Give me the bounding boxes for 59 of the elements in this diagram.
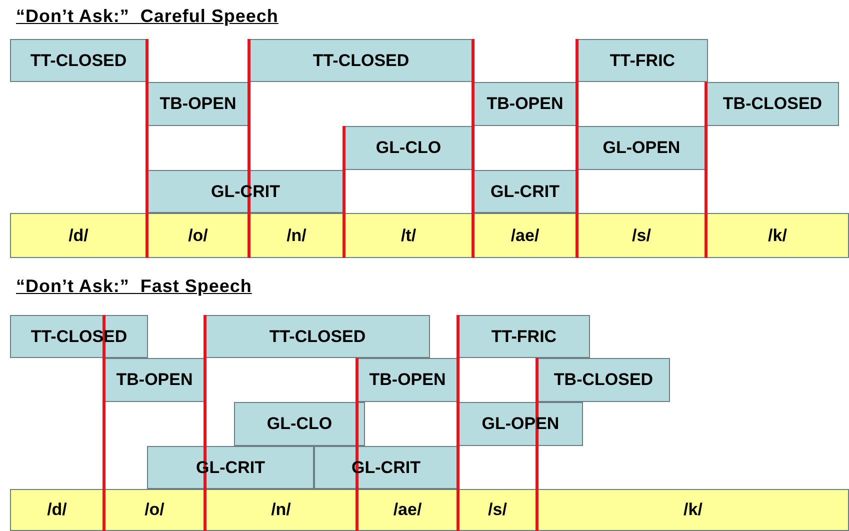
gesture-label: GL-CLO: [376, 138, 442, 158]
phoneme-segment: [344, 213, 473, 258]
gesture-box: [577, 39, 708, 82]
gesture-box: [10, 39, 147, 82]
phoneme-segment: [458, 489, 537, 531]
gesture-label: TB-OPEN: [369, 370, 446, 390]
gesture-box: [706, 82, 839, 126]
gesture-label: GL-CLO: [266, 414, 332, 434]
phoneme-label: /ae/: [510, 226, 540, 246]
phoneme-label: /s/: [488, 500, 507, 520]
phoneme-segment: [249, 213, 344, 258]
gesture-label: TB-OPEN: [116, 370, 193, 390]
gesture-label: TB-CLOSED: [722, 94, 822, 114]
phoneme-label: /k/: [684, 500, 702, 520]
gesture-box: [205, 315, 430, 358]
gesture-label: TT-CLOSED: [30, 50, 127, 70]
phoneme-label: /o/: [188, 226, 208, 246]
gesture-box: [357, 358, 458, 402]
phoneme-segment: [473, 213, 577, 258]
phoneme-label: /ae/: [393, 500, 422, 520]
phoneme-label: /t/: [400, 226, 416, 246]
phoneme-segment: [205, 489, 357, 531]
panel-heading: “Don’t Ask:” Fast Speech: [16, 276, 252, 297]
gesture-label: TB-CLOSED: [554, 370, 654, 390]
phoneme-segment: [537, 489, 849, 531]
gesture-box: [249, 39, 473, 82]
phoneme-segment: [357, 489, 458, 531]
gesture-box: [458, 315, 590, 358]
gesture-label: GL-OPEN: [602, 138, 680, 158]
phoneme-label: /d/: [68, 226, 88, 246]
gesture-box: [473, 82, 577, 126]
gesture-box: [537, 358, 670, 402]
phoneme-label: /n/: [271, 500, 291, 520]
gesture-box: [577, 126, 706, 170]
phoneme-label: /k/: [768, 226, 787, 246]
gesture-box: [234, 402, 365, 446]
gesture-box: [147, 170, 344, 213]
gesture-label: TT-FRIC: [491, 326, 557, 346]
phoneme-segment: [147, 213, 249, 258]
gesture-label: TB-OPEN: [486, 94, 564, 114]
phoneme-segment: [706, 213, 849, 258]
phoneme-segment: [577, 213, 706, 258]
gesture-box: [473, 170, 577, 213]
phoneme-segment: [10, 489, 104, 531]
gesture-label: TT-CLOSED: [312, 50, 410, 70]
gesture-label: TB-OPEN: [160, 94, 236, 114]
gesture-label: TT-FRIC: [610, 50, 676, 70]
phoneme-label: /o/: [144, 500, 164, 520]
gesture-box: [104, 358, 205, 402]
phoneme-label: /s/: [632, 226, 651, 246]
phoneme-segment: [10, 213, 147, 258]
gesture-label: TT-CLOSED: [269, 326, 366, 346]
phoneme-label: /d/: [47, 500, 67, 520]
gesture-box: [344, 126, 473, 170]
phoneme-label: /n/: [286, 226, 306, 246]
phoneme-segment: [104, 489, 205, 531]
panel-heading: “Don’t Ask:” Careful Speech: [16, 6, 278, 27]
gesture-label: GL-CRIT: [490, 182, 560, 202]
gesture-box: [147, 82, 249, 126]
